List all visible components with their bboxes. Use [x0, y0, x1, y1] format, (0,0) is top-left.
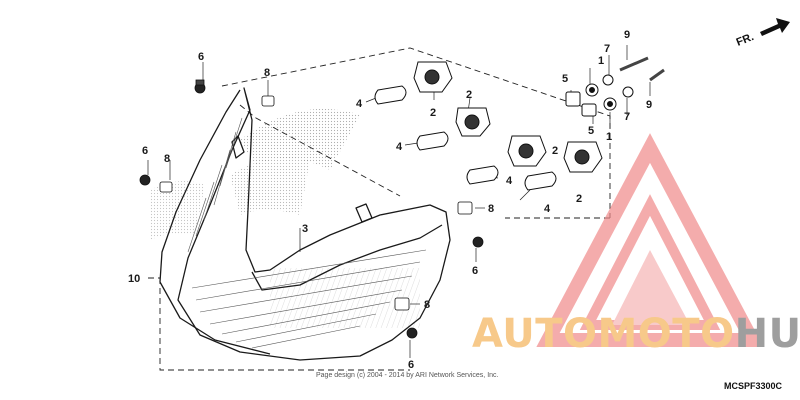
callout-3: 3 — [302, 223, 308, 235]
callout-6b: 6 — [142, 145, 148, 157]
callout-1a: 1 — [598, 55, 604, 67]
callout-numbers: 1 1 2 2 2 2 3 4 4 4 4 5 5 6 6 6 6 7 7 8 … — [128, 29, 652, 371]
lens-texture — [270, 268, 420, 328]
bolts-washers — [565, 56, 665, 117]
callout-8c: 8 — [488, 203, 494, 215]
callout-1b: 1 — [606, 131, 612, 143]
callout-6d: 6 — [408, 359, 414, 371]
taillight-housing — [159, 87, 451, 361]
callout-4c: 4 — [506, 175, 513, 187]
assembly-frame — [148, 47, 611, 371]
callout-8a: 8 — [264, 67, 270, 79]
bulbs — [374, 85, 557, 191]
watermark-text: AUTOMOTOHUB — [472, 314, 800, 354]
callout-9b: 9 — [646, 99, 652, 111]
direction-label: FR. — [735, 31, 756, 49]
front-direction-arrow: FR. — [735, 18, 790, 49]
callout-10: 10 — [128, 273, 140, 285]
watermark-text-part-b: HUB — [734, 311, 800, 357]
callout-2b: 2 — [466, 89, 472, 101]
callout-7b: 7 — [624, 111, 630, 123]
callout-4a: 4 — [356, 98, 363, 110]
callout-8b: 8 — [164, 153, 170, 165]
housing-fasteners — [139, 79, 484, 339]
dotted-shading — [150, 108, 360, 240]
callout-7a: 7 — [604, 43, 610, 55]
bulb-sockets — [413, 61, 603, 173]
callout-6a: 6 — [198, 51, 204, 63]
callout-4d: 4 — [544, 203, 551, 215]
callout-5a: 5 — [562, 73, 568, 85]
callout-6c: 6 — [472, 265, 478, 277]
watermark-logo — [536, 133, 764, 347]
callout-2d: 2 — [576, 193, 582, 205]
copyright-notice: Page design (c) 2004 - 2014 by ARI Netwo… — [316, 372, 499, 379]
watermark-text-part-a: AUTOMOTO — [472, 311, 735, 357]
callout-8d: 8 — [424, 299, 430, 311]
callout-5b: 5 — [588, 125, 594, 137]
callout-9a: 9 — [624, 29, 630, 41]
callout-2c: 2 — [552, 145, 558, 157]
diagram-code: MCSPF3300C — [724, 381, 783, 391]
callout-4b: 4 — [396, 141, 403, 153]
callout-2a: 2 — [430, 107, 436, 119]
